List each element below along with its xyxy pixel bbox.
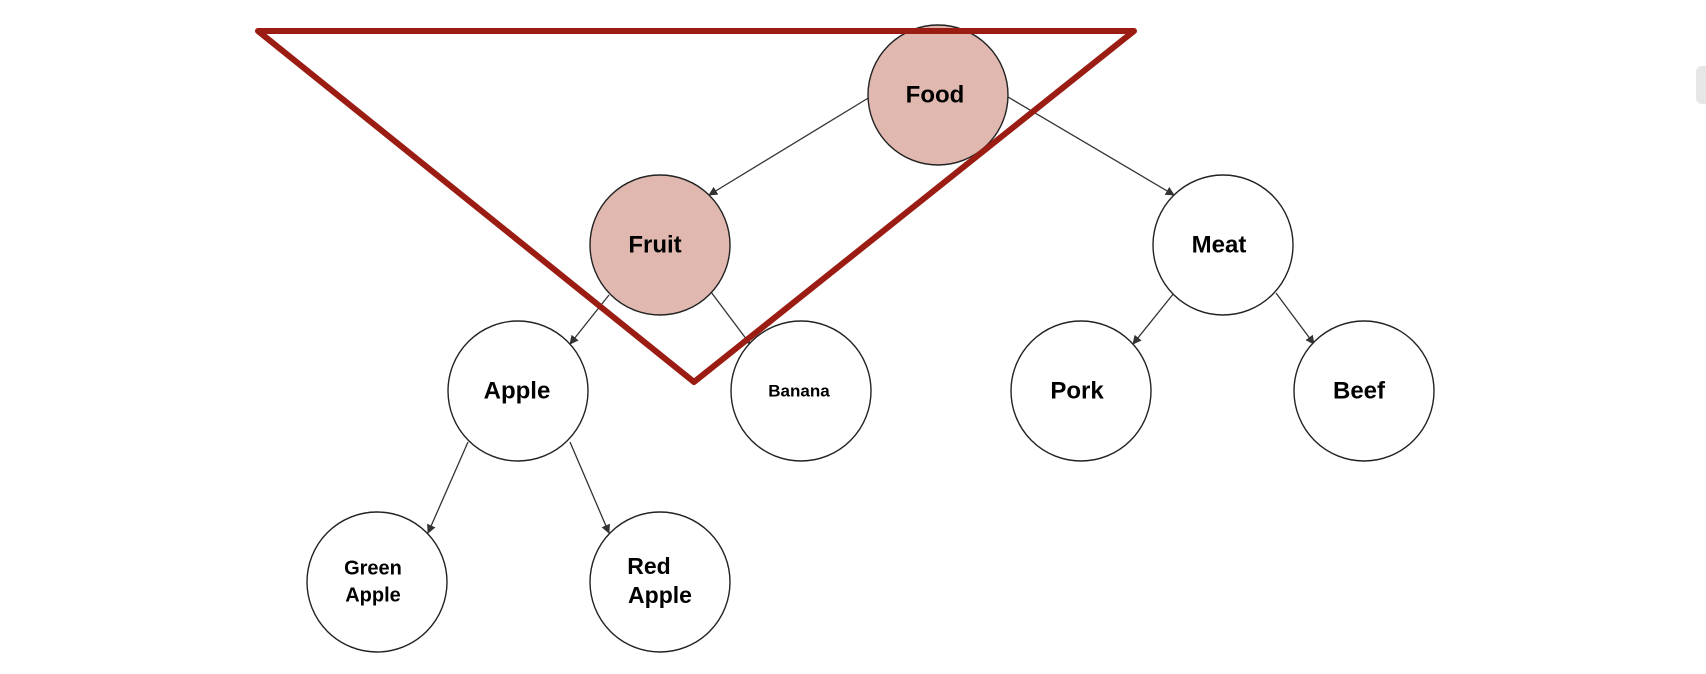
node-pork-label: Pork xyxy=(1050,377,1104,404)
edge-apple-red-apple xyxy=(569,441,610,534)
side-panel-tab[interactable] xyxy=(1696,66,1706,104)
node-red-apple-label-line-2: Apple xyxy=(628,582,692,608)
node-meat-circle xyxy=(1152,174,1294,316)
node-meat: Meat xyxy=(1152,174,1294,316)
node-food-circle xyxy=(867,24,1009,166)
node-green-apple-label-line-2: Apple xyxy=(345,584,401,606)
edge-apple-green-apple xyxy=(427,441,469,534)
node-food-label: Food xyxy=(906,81,965,108)
node-red-apple-label-line-1: Red xyxy=(627,553,670,579)
edges xyxy=(427,96,1315,534)
node-apple: Apple xyxy=(447,320,589,462)
node-fruit-label: Fruit xyxy=(628,231,681,258)
edge-meat-beef xyxy=(1275,292,1315,345)
node-banana: Banana xyxy=(730,320,872,462)
highlight-triangle xyxy=(255,28,1137,385)
node-apple-label: Apple xyxy=(484,377,551,404)
node-red-apple-circle xyxy=(589,511,731,653)
node-green-apple-circle xyxy=(306,511,448,653)
node-beef-circle xyxy=(1293,320,1435,462)
node-pork-circle xyxy=(1010,320,1152,462)
node-fruit: Fruit xyxy=(589,174,731,316)
node-fruit-circle xyxy=(589,174,731,316)
edge-fruit-apple xyxy=(569,294,610,345)
node-beef-label: Beef xyxy=(1333,377,1386,404)
node-green-apple: Green Apple xyxy=(306,511,448,653)
node-food: Food xyxy=(867,24,1009,166)
node-beef: Beef xyxy=(1293,320,1435,462)
edge-food-fruit xyxy=(708,96,871,196)
nodes: Food Fruit Meat Apple Banana Pork Beef xyxy=(306,24,1435,653)
edge-meat-pork xyxy=(1132,292,1175,345)
edge-fruit-banana xyxy=(710,291,751,345)
edge-food-meat xyxy=(1007,96,1175,196)
node-banana-circle xyxy=(730,320,872,462)
node-red-apple: Red Apple xyxy=(589,511,731,653)
node-banana-label: Banana xyxy=(768,381,830,400)
node-pork: Pork xyxy=(1010,320,1152,462)
node-green-apple-label-line-1: Green xyxy=(344,557,402,579)
node-apple-circle xyxy=(447,320,589,462)
node-meat-label: Meat xyxy=(1192,231,1247,258)
